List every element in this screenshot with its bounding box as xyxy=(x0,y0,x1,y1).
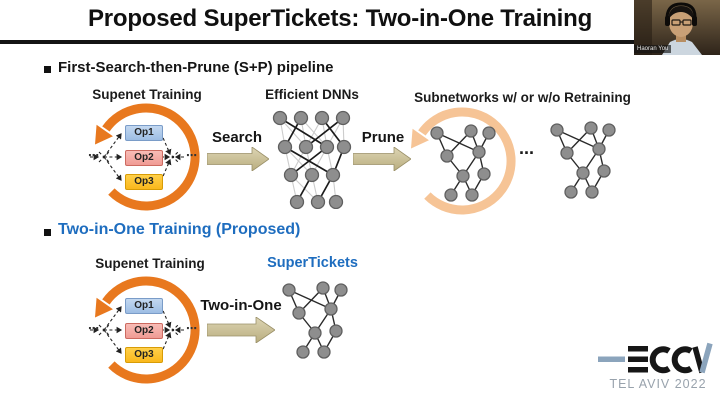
prune-label: Prune xyxy=(361,129,405,146)
supernet-cycle-arrow-1 xyxy=(95,103,200,211)
bullet-1-text: First-Search-then-Prune (S+P) pipeline xyxy=(58,59,334,76)
supernet-training-title-2: Supenet Training xyxy=(95,256,205,271)
supernet-left-dots-1: ⋯ xyxy=(88,150,99,162)
title-underline xyxy=(0,40,634,44)
search-label: Search xyxy=(211,129,263,146)
supertickets-title: SuperTickets xyxy=(267,255,358,271)
op3-box-2: Op3 xyxy=(125,347,163,363)
bullet-2-text: Two-in-One Training (Proposed) xyxy=(58,221,301,238)
page-title: Proposed SuperTickets: Two-in-One Traini… xyxy=(87,5,593,32)
op2-box-1: Op2 xyxy=(125,150,163,166)
eccv-logo-subtext: TEL AVIV 2022 xyxy=(609,377,707,391)
op1-box-2: Op1 xyxy=(125,298,163,314)
subnetworks-ellipsis: ... xyxy=(519,138,535,158)
eccv-logo xyxy=(598,342,713,374)
webcam-name-label: Haoran You xyxy=(634,45,672,53)
search-arrow xyxy=(207,147,269,171)
bullet-marker-2 xyxy=(44,229,51,236)
op3-box-1: Op3 xyxy=(125,174,163,190)
retrain-cycle-arrow xyxy=(411,107,516,215)
supernet-right-dots-2: ⋯ xyxy=(186,323,197,335)
subnetwork-graph-2 xyxy=(550,121,616,199)
bullet-marker-1 xyxy=(44,66,51,73)
op1-box-1: Op1 xyxy=(125,125,163,141)
dense-network-graph xyxy=(272,110,352,209)
supernet-right-dots-1: ⋯ xyxy=(186,150,197,162)
efficient-dnns-title: Efficient DNNs xyxy=(265,87,359,102)
op2-box-2: Op2 xyxy=(125,323,163,339)
supernet-training-title-1: Supenet Training xyxy=(92,87,202,102)
two-in-one-arrow xyxy=(207,317,275,343)
supernet-cycle-arrow-2 xyxy=(95,276,200,384)
supernet-connections-2 xyxy=(90,305,184,355)
subnetwork-graph-1 xyxy=(430,124,496,202)
supertickets-graph xyxy=(282,281,348,359)
two-in-one-label: Two-in-One xyxy=(200,297,282,314)
subnetworks-title: Subnetworks w/ or w/o Retraining xyxy=(414,90,631,105)
webcam-thumbnail[interactable]: Haoran You xyxy=(634,0,720,55)
prune-arrow xyxy=(353,147,411,171)
supernet-left-dots-2: ⋯ xyxy=(88,323,99,335)
